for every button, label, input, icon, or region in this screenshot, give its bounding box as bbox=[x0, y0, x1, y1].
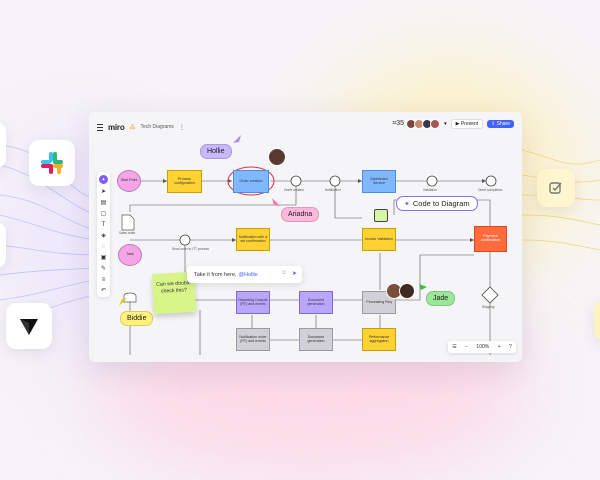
cursor-tag-jade: Jade bbox=[426, 291, 456, 306]
present-label: Present bbox=[460, 121, 479, 127]
distributed-service-box[interactable]: Distributed Service bbox=[362, 170, 396, 193]
reactions-icon[interactable]: ⌗35 bbox=[392, 120, 405, 127]
text-icon[interactable]: T bbox=[101, 221, 106, 228]
cursor-tag-ariadna: Ariadna bbox=[281, 207, 320, 222]
notification-box[interactable]: Notification with a set confirmation bbox=[236, 228, 270, 251]
cube-icon bbox=[20, 319, 38, 335]
undo-icon[interactable]: ↶ bbox=[100, 288, 107, 294]
comment-mention: @Hollie bbox=[238, 271, 258, 278]
zoom-level[interactable]: 100% bbox=[476, 344, 490, 350]
more-options-icon[interactable]: ⋮ bbox=[178, 124, 185, 131]
shapes-icon[interactable]: ◈ bbox=[101, 233, 106, 239]
miro-board[interactable]: miro ⁂ Tech Diagrams ⋮ ⌗35 ▾ ▶ Present ⇪… bbox=[89, 112, 522, 362]
board-title-bar: miro ⁂ Tech Diagrams ⋮ bbox=[97, 120, 185, 134]
cursor-tag-biddie: Biddie bbox=[120, 311, 154, 326]
frame-icon[interactable]: ▤ bbox=[100, 200, 107, 206]
board-actions: ⌗35 ▾ ▶ Present ⇪ Share bbox=[392, 119, 514, 129]
send-icon[interactable]: ➤ bbox=[291, 271, 297, 277]
checkbox-icon bbox=[549, 182, 562, 194]
magic-wand-icon[interactable]: ✦ bbox=[99, 175, 108, 184]
collaborator-avatars[interactable] bbox=[406, 119, 441, 129]
cursor-tag-hollie: Hollie bbox=[200, 144, 232, 159]
zoom-out-button[interactable]: − bbox=[465, 344, 469, 350]
miro-logo: miro bbox=[108, 122, 125, 132]
pen-icon[interactable]: ✎ bbox=[100, 266, 107, 272]
reporting-outputs-box[interactable]: Reporting Outputs (RT) and events bbox=[236, 291, 270, 314]
sparkle-icon: ✦ bbox=[404, 200, 410, 208]
task-node[interactable]: Task bbox=[118, 244, 142, 266]
order-creation-box[interactable]: Order creation bbox=[233, 170, 269, 193]
app-tile-partial-top bbox=[0, 122, 6, 168]
code-to-diagram-tag[interactable]: ✦ Code to Diagram bbox=[396, 196, 478, 211]
list-view-icon[interactable]: ☰ bbox=[452, 344, 457, 350]
board-name[interactable]: Tech Diagrams bbox=[140, 124, 174, 130]
left-toolbar: ✦ ➤ ▤ ▢ T ◈ ◌ ▣ ✎ ≡ ↶ bbox=[97, 172, 110, 297]
chevron-down-icon[interactable]: ▾ bbox=[444, 121, 447, 127]
avatar bbox=[430, 119, 441, 129]
document-generation-box[interactable]: Document generation bbox=[299, 291, 333, 314]
node-label: Order completion bbox=[478, 188, 503, 192]
board-header: miro ⁂ Tech Diagrams ⋮ ⌗35 ▾ ▶ Present ⇪… bbox=[89, 112, 522, 140]
comment-actions: ☺ ➤ bbox=[281, 270, 297, 277]
sticky-note-icon[interactable]: ▢ bbox=[100, 211, 107, 217]
app-tile-partial-right bbox=[594, 300, 600, 340]
cursor-arrow-icon bbox=[233, 135, 241, 143]
menu-icon[interactable] bbox=[97, 123, 103, 131]
board-type-icon: ⁂ bbox=[129, 124, 136, 131]
node-label: Sales order bbox=[119, 231, 136, 235]
select-cursor-icon[interactable]: ➤ bbox=[100, 189, 107, 195]
performance-box[interactable]: Performance aggregation bbox=[362, 328, 396, 351]
slack-icon bbox=[41, 152, 63, 174]
node-label: Validation bbox=[423, 188, 437, 192]
comment-bubble-icon[interactable] bbox=[374, 209, 388, 222]
present-button[interactable]: ▶ Present bbox=[450, 119, 484, 129]
collaborator-photo bbox=[268, 148, 286, 166]
notification-order-box[interactable]: Notification order (RT) and events bbox=[236, 328, 270, 351]
code-to-diagram-label: Code to Diagram bbox=[412, 199, 470, 208]
node-label: Shipping bbox=[482, 305, 495, 309]
node-label: Notification bbox=[325, 188, 341, 192]
document-gen-gray-box[interactable]: Document generation bbox=[299, 328, 333, 351]
node-label: Send order to ITT process bbox=[172, 247, 209, 251]
comment-box[interactable]: Take it from here, @Hollie ☺ ➤ bbox=[187, 266, 302, 283]
payment-confirmation-box[interactable]: Payment confirmation bbox=[474, 226, 507, 252]
collaborator-photo bbox=[399, 283, 415, 299]
template-icon[interactable]: ▣ bbox=[100, 255, 107, 261]
zoom-in-button[interactable]: + bbox=[497, 344, 501, 350]
share-button[interactable]: ⇪ Share bbox=[487, 120, 514, 128]
comment-icon[interactable]: ◌ bbox=[101, 243, 106, 250]
invoice-validation-box[interactable]: Invoice Validation bbox=[362, 228, 396, 251]
emoji-icon[interactable]: ☺ bbox=[280, 270, 287, 276]
cursor-arrow-icon bbox=[119, 298, 127, 306]
app-tile-partial-middle bbox=[0, 222, 6, 268]
cube-app-tile[interactable] bbox=[6, 303, 52, 349]
comment-text: Take it from here, bbox=[194, 271, 237, 278]
help-icon[interactable]: ? bbox=[508, 344, 512, 350]
process-config-box[interactable]: Process configuration bbox=[167, 170, 202, 193]
checklist-app-tile[interactable] bbox=[537, 169, 575, 207]
cursor-arrow-icon bbox=[272, 198, 280, 206]
more-tools-icon[interactable]: ≡ bbox=[101, 276, 106, 283]
share-label: Share bbox=[496, 121, 510, 127]
slack-app-tile[interactable] bbox=[29, 140, 75, 186]
node-label: Order created bbox=[284, 188, 304, 192]
cursor-arrow-icon bbox=[419, 284, 427, 290]
start-node[interactable]: Start Point bbox=[117, 170, 141, 192]
zoom-controls: ☰ − 100% + ? bbox=[448, 341, 516, 353]
